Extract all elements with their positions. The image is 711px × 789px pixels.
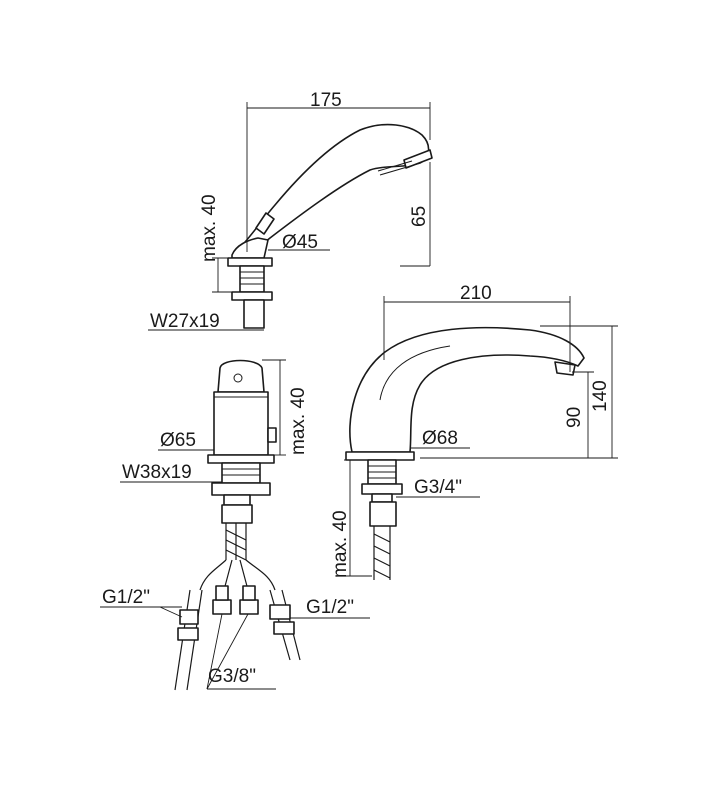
mixer-hose-right-label: G1/2": [306, 597, 354, 618]
spout-thread-label: G3/4": [414, 477, 462, 498]
mixer-hose-left-label: G1/2": [102, 587, 150, 608]
spout-max-label: max. 40: [330, 510, 351, 578]
spout-length-label: 210: [460, 283, 492, 304]
spout: 210 140 90 Ø68 G3/4" max. 40: [330, 283, 618, 580]
mixer-body: [213, 391, 269, 456]
mixer-diameter-label: Ø65: [160, 430, 196, 451]
mixer-max-label: max. 40: [288, 387, 309, 455]
spout-body: [349, 326, 585, 453]
hand-shower-head: [403, 149, 433, 169]
hand-shower-handle: [237, 123, 430, 253]
hand-shower-thread-label: W27x19: [150, 311, 220, 332]
hand-shower-length-label: 175: [310, 90, 342, 111]
hand-shower-max-label: max. 40: [199, 194, 220, 262]
hand-shower-diameter-label: Ø45: [282, 232, 318, 253]
hand-shower-height-label: 65: [409, 206, 430, 227]
mixer-knob: [217, 359, 265, 393]
mixer-hoses: [174, 523, 301, 691]
hand-shower: 175 65 max. 40 Ø45 W27x19: [148, 90, 433, 332]
spout-outlet-label: 90: [564, 407, 585, 428]
mixer: max. 40 Ø65 W38x19 G1/2" G1/2" G3/8": [100, 359, 370, 691]
spout-diameter-label: Ø68: [422, 428, 458, 449]
mixer-hose-center-label: G3/8": [208, 666, 256, 687]
spout-height-label: 140: [590, 380, 611, 412]
mixer-thread-label: W38x19: [122, 462, 192, 483]
